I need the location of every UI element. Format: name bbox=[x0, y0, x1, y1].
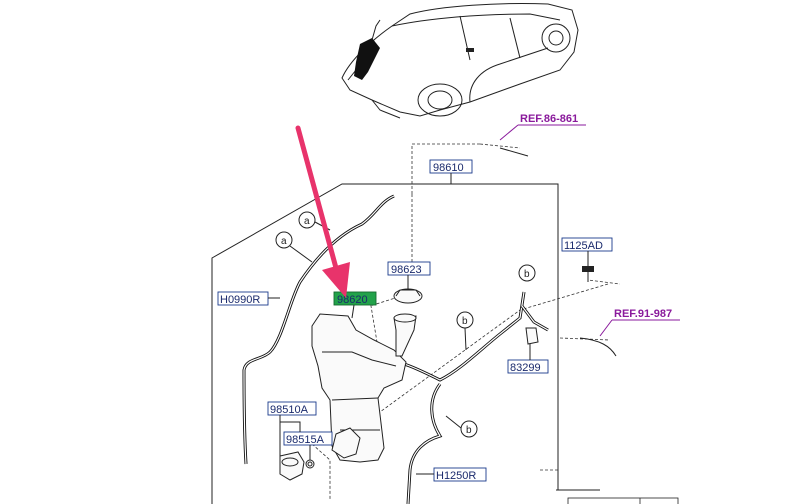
svg-text:1125AD: 1125AD bbox=[564, 240, 603, 252]
label-98620[interactable]: 98620 bbox=[333, 291, 377, 319]
reservoir-cap bbox=[393, 288, 423, 304]
svg-text:a: a bbox=[304, 216, 310, 227]
svg-text:98610: 98610 bbox=[433, 162, 464, 174]
svg-text:a: a bbox=[281, 236, 287, 247]
label-h1250r[interactable]: H1250R bbox=[416, 467, 487, 482]
diagram-frame bbox=[211, 183, 600, 504]
table-stub bbox=[567, 497, 679, 504]
svg-text:b: b bbox=[524, 269, 530, 280]
svg-text:98510A: 98510A bbox=[270, 404, 309, 416]
svg-text:REF.91-987: REF.91-987 bbox=[614, 308, 672, 320]
callout-b-right: b bbox=[518, 264, 536, 282]
svg-text:83299: 83299 bbox=[510, 362, 541, 374]
bolt-1125ad bbox=[582, 266, 594, 282]
svg-text:98515A: 98515A bbox=[286, 434, 325, 446]
label-h0990r[interactable]: H0990R bbox=[217, 291, 280, 306]
label-98623[interactable]: 98623 bbox=[387, 261, 431, 290]
label-98515a[interactable]: 98515A bbox=[280, 421, 333, 460]
svg-text:98623: 98623 bbox=[391, 264, 422, 276]
svg-text:H1250R: H1250R bbox=[436, 470, 476, 482]
label-98610[interactable]: 98610 bbox=[429, 159, 473, 184]
svg-text:b: b bbox=[462, 316, 468, 327]
callout-b-lower: b bbox=[445, 415, 478, 438]
label-1125ad[interactable]: 1125AD bbox=[561, 237, 613, 266]
svg-text:REF.86-861: REF.86-861 bbox=[520, 113, 578, 125]
washer-hoses bbox=[242, 147, 617, 504]
grommet-83299 bbox=[525, 327, 539, 345]
svg-text:H0990R: H0990R bbox=[220, 294, 260, 306]
pointer-arrow-icon bbox=[295, 125, 350, 298]
svg-text:98620: 98620 bbox=[337, 294, 368, 306]
ref-label-86-861[interactable]: REF.86-861 bbox=[499, 113, 586, 141]
washer-reservoir bbox=[311, 313, 417, 463]
callout-b-middle: b bbox=[456, 311, 474, 351]
washer-pump bbox=[279, 451, 315, 481]
callout-a-lower: a bbox=[275, 231, 313, 263]
label-83299[interactable]: 83299 bbox=[507, 344, 549, 374]
car-icon bbox=[341, 2, 579, 119]
ref-label-91-987[interactable]: REF.91-987 bbox=[599, 308, 680, 337]
svg-text:b: b bbox=[466, 425, 472, 436]
label-98510a[interactable]: 98510A bbox=[267, 401, 317, 456]
